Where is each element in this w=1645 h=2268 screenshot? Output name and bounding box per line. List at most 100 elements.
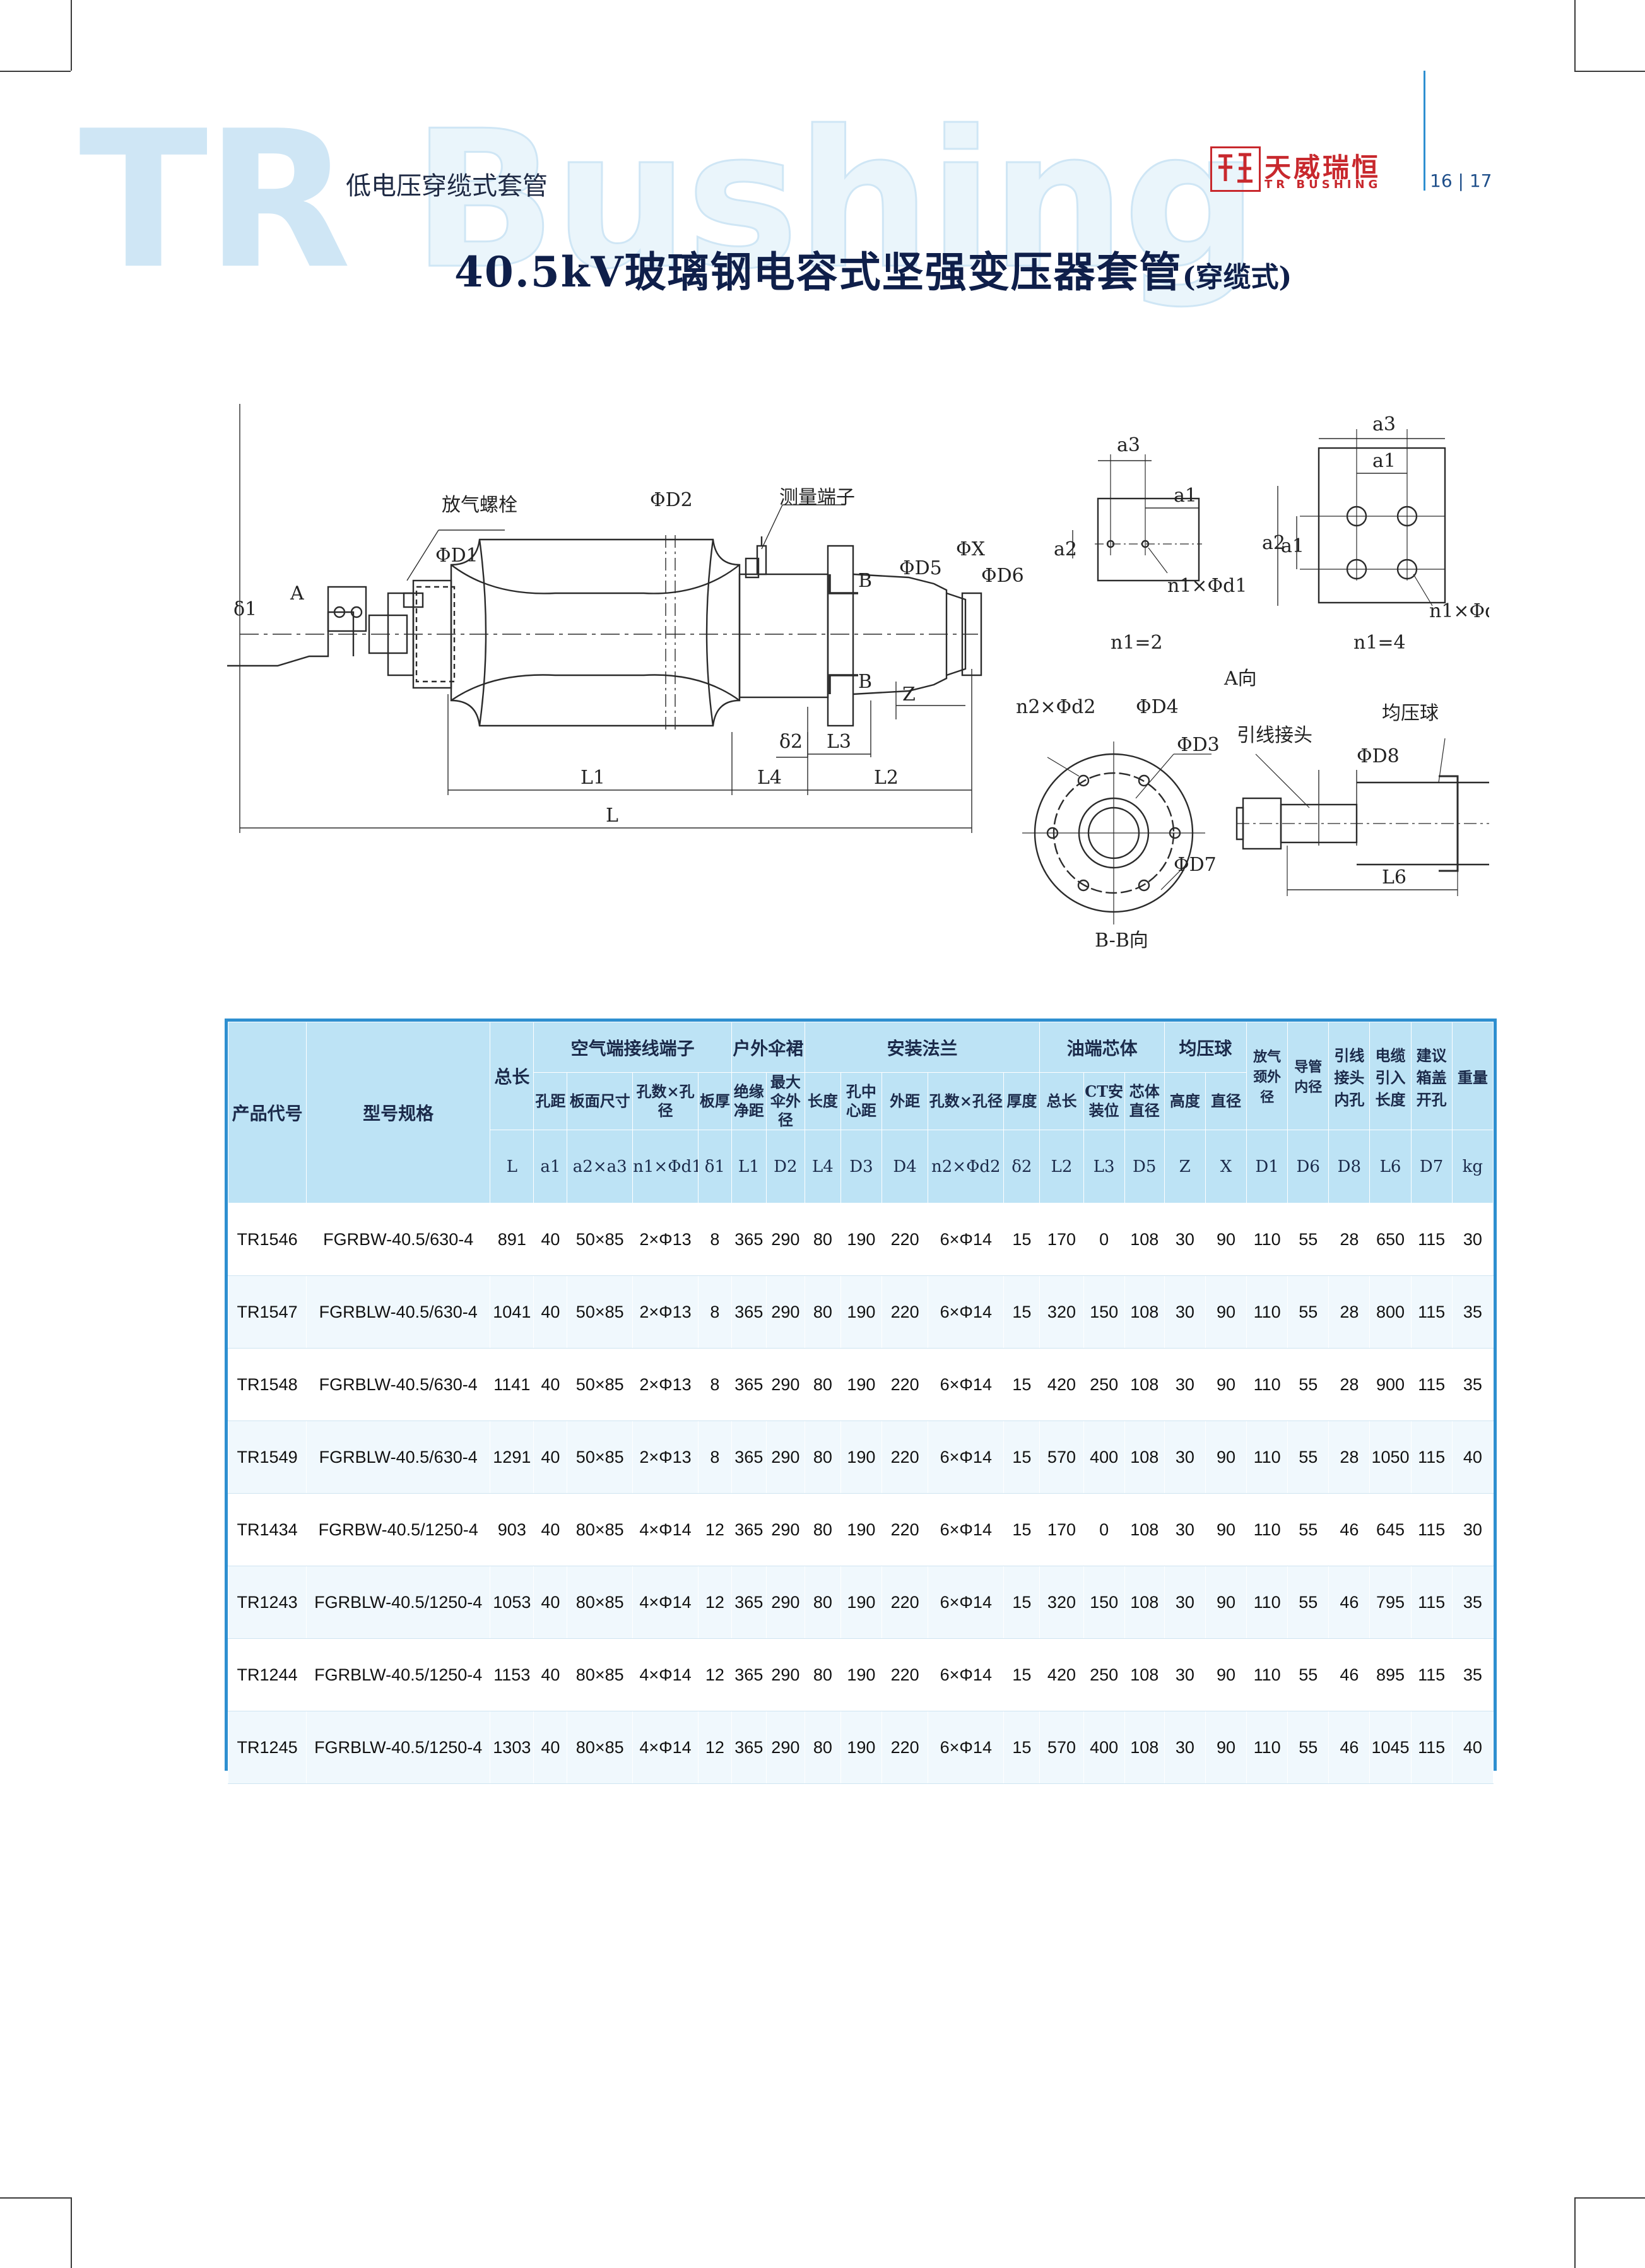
value-cell: 365	[731, 1420, 767, 1494]
label-d4: ΦD4	[1136, 696, 1179, 718]
value-cell: 891	[490, 1203, 534, 1276]
brand-name-en: TR BUSHING	[1265, 178, 1382, 191]
label-a1-b: a1	[1372, 450, 1396, 472]
title-suffix: (穿缆式)	[1182, 261, 1292, 293]
value-cell: 250	[1083, 1348, 1125, 1421]
label-d1: ΦD1	[435, 545, 478, 567]
section-title: 低电压穿缆式套管	[346, 172, 548, 201]
model-cell: FGRBLW-40.5/1250-4	[306, 1638, 491, 1711]
value-cell: 28	[1328, 1275, 1371, 1349]
value-cell: 290	[765, 1566, 805, 1639]
label-l4: L4	[757, 767, 782, 789]
watermark-hollow: Bushing	[411, 90, 1260, 310]
crop-mark	[71, 0, 72, 71]
symbol-cell: δ1	[697, 1130, 732, 1203]
value-cell: 55	[1287, 1420, 1330, 1494]
value-cell: 40	[533, 1711, 568, 1784]
model-cell: FGRBW-40.5/1250-4	[306, 1493, 491, 1566]
product-code-cell: TR1434	[227, 1493, 307, 1566]
value-cell: 6×Φ14	[928, 1493, 1005, 1566]
crop-mark	[1574, 71, 1645, 72]
value-cell: 190	[840, 1420, 882, 1494]
value-cell: 108	[1124, 1203, 1165, 1276]
product-code-cell: TR1244	[227, 1638, 307, 1711]
value-cell: 795	[1369, 1566, 1412, 1639]
model-cell: FGRBLW-40.5/630-4	[306, 1420, 491, 1494]
watermark: TR Bushing	[79, 105, 1259, 296]
value-cell: 80	[804, 1638, 841, 1711]
value-cell: 46	[1328, 1711, 1371, 1784]
value-cell: 108	[1124, 1493, 1165, 1566]
product-code-cell: TR1243	[227, 1566, 307, 1639]
value-cell: 50×85	[567, 1348, 634, 1421]
label-l1: L1	[581, 767, 605, 789]
crop-mark	[0, 2197, 71, 2199]
label-l: L	[606, 805, 618, 827]
value-cell: 110	[1246, 1348, 1288, 1421]
value-cell: 15	[1003, 1348, 1041, 1421]
crop-mark	[1574, 2197, 1645, 2199]
header-lead-hole: 引线接头内孔	[1328, 1022, 1371, 1130]
product-code-cell: TR1547	[227, 1275, 307, 1349]
label-l6: L6	[1382, 866, 1406, 889]
value-cell: 220	[881, 1275, 929, 1349]
subheader-cell: 芯体直径	[1124, 1072, 1165, 1130]
value-cell: 55	[1287, 1203, 1330, 1276]
value-cell: 800	[1369, 1275, 1412, 1349]
value-cell: 420	[1039, 1348, 1084, 1421]
value-cell: 1141	[490, 1348, 534, 1421]
value-cell: 46	[1328, 1566, 1371, 1639]
value-cell: 6×Φ14	[928, 1203, 1005, 1276]
value-cell: 0	[1083, 1493, 1125, 1566]
value-cell: 110	[1246, 1711, 1288, 1784]
label-d8: ΦD8	[1357, 745, 1400, 767]
value-cell: 90	[1205, 1275, 1247, 1349]
product-code-cell: TR1548	[227, 1348, 307, 1421]
value-cell: 320	[1039, 1566, 1084, 1639]
value-cell: 40	[533, 1420, 568, 1494]
value-cell: 80×85	[567, 1566, 634, 1639]
page-number: 16 | 17	[1430, 170, 1492, 191]
label-a1: a1	[1174, 485, 1197, 507]
value-cell: 400	[1083, 1711, 1125, 1784]
symbol-cell: kg	[1451, 1130, 1494, 1203]
value-cell: 90	[1205, 1203, 1247, 1276]
value-cell: 50×85	[567, 1420, 634, 1494]
value-cell: 50×85	[567, 1275, 634, 1349]
value-cell: 15	[1003, 1203, 1041, 1276]
value-cell: 1041	[490, 1275, 534, 1349]
header-divider	[1424, 71, 1425, 191]
symbol-cell: D6	[1287, 1130, 1330, 1203]
value-cell: 115	[1410, 1420, 1453, 1494]
value-cell: 110	[1246, 1638, 1288, 1711]
value-cell: 80×85	[567, 1638, 634, 1711]
value-cell: 8	[697, 1275, 732, 1349]
value-cell: 250	[1083, 1638, 1125, 1711]
label-view-bb: B-B向	[1095, 930, 1148, 952]
value-cell: 2×Φ13	[632, 1420, 699, 1494]
value-cell: 50×85	[567, 1203, 634, 1276]
value-cell: 320	[1039, 1275, 1084, 1349]
header-vent-neck: 放气颈外径	[1246, 1022, 1288, 1130]
value-cell: 220	[881, 1711, 929, 1784]
value-cell: 365	[731, 1203, 767, 1276]
symbol-cell: D5	[1124, 1130, 1165, 1203]
value-cell: 80	[804, 1566, 841, 1639]
value-cell: 30	[1164, 1711, 1206, 1784]
value-cell: 6×Φ14	[928, 1638, 1005, 1711]
symbol-cell: n1×Φd1	[632, 1130, 699, 1203]
subheader-cell: CT安装位	[1083, 1072, 1125, 1130]
label-a2-b: a2	[1262, 532, 1285, 554]
value-cell: 80	[804, 1711, 841, 1784]
value-cell: 35	[1451, 1348, 1494, 1421]
subheader-cell: 绝缘净距	[731, 1072, 767, 1130]
label-b-top: B	[858, 570, 872, 592]
value-cell: 110	[1246, 1493, 1288, 1566]
value-cell: 1303	[490, 1711, 534, 1784]
spec-table: 产品代号 型号规格 总长 空气端接线端子 户外伞裙 安装法兰 油端芯体 均压球 …	[225, 1019, 1497, 1784]
value-cell: 8	[697, 1203, 732, 1276]
value-cell: 90	[1205, 1348, 1247, 1421]
value-cell: 110	[1246, 1420, 1288, 1494]
